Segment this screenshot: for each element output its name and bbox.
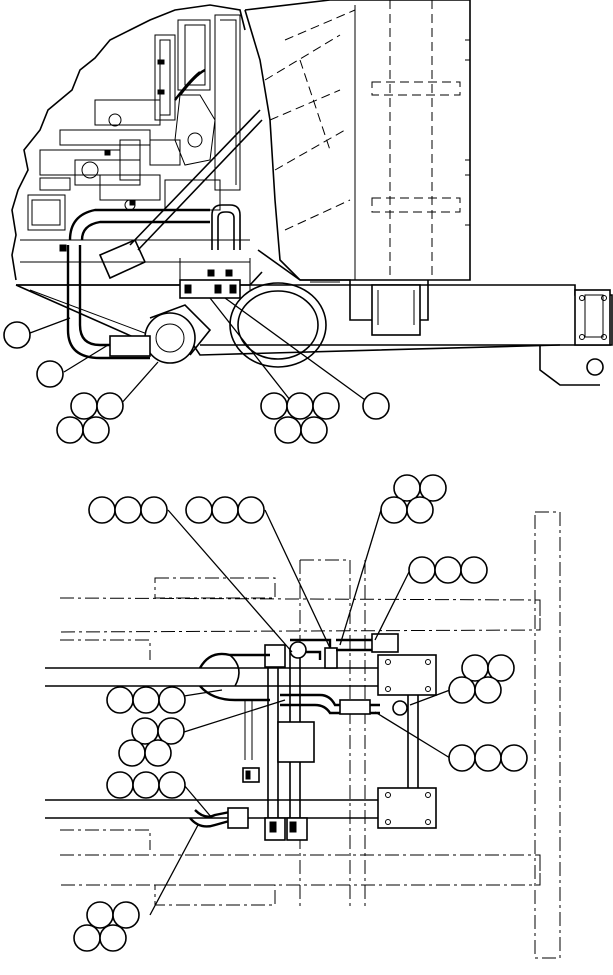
callout-bubble <box>380 496 408 524</box>
callout-bubble <box>86 901 114 929</box>
callout-bubble <box>96 392 124 420</box>
callout-bubble-group <box>362 392 390 420</box>
callout-bubble <box>211 496 239 524</box>
callout-bubble <box>114 496 142 524</box>
exhaust-housing <box>300 279 429 336</box>
drum-wheel <box>229 282 327 368</box>
callout-bubble <box>312 392 340 420</box>
callout-bubble <box>460 556 488 584</box>
engine-assembly <box>11 4 263 286</box>
callout-bubble-group <box>408 556 488 584</box>
callout-bubble <box>300 416 328 444</box>
callout-bubble <box>474 744 502 772</box>
callout-bubble-group <box>448 744 528 772</box>
frame-end-bracket <box>534 511 561 959</box>
callout-bubble <box>260 392 288 420</box>
frame-rail <box>15 284 613 386</box>
callout-bubble-group <box>73 901 140 952</box>
callout-bubble-group <box>260 392 340 444</box>
callout-bubble <box>3 321 31 349</box>
hose-routing-top <box>189 633 408 829</box>
callout-bubble-group <box>106 771 186 799</box>
side-view-leaders <box>29 297 373 406</box>
callout-bubble-group <box>380 474 447 524</box>
callout-bubble <box>132 686 160 714</box>
callout-bubble <box>70 392 98 420</box>
radiator-panel <box>244 0 471 281</box>
callout-bubble <box>448 676 476 704</box>
callout-bubble <box>132 771 160 799</box>
callout-bubble <box>106 686 134 714</box>
main-rails <box>45 667 381 819</box>
side-view <box>3 0 613 444</box>
callout-bubble <box>106 771 134 799</box>
callout-bubble <box>112 901 140 929</box>
callout-bubble <box>474 676 502 704</box>
callout-bubble <box>500 744 528 772</box>
top-view <box>45 474 561 959</box>
callout-bubble <box>82 416 110 444</box>
callout-bubble-group <box>448 654 515 704</box>
callout-bubble-group <box>36 360 64 388</box>
callout-bubble-group <box>88 496 168 524</box>
callout-bubble <box>434 556 462 584</box>
callout-bubble <box>487 654 515 682</box>
callout-bubble <box>88 496 116 524</box>
callout-bubble-group <box>185 496 265 524</box>
callout-bubble <box>144 739 172 767</box>
callout-bubble <box>362 392 390 420</box>
callout-bubble <box>140 496 168 524</box>
callout-bubble <box>286 392 314 420</box>
callout-bubble <box>118 739 146 767</box>
callout-bubble <box>158 686 186 714</box>
callout-bubble <box>419 474 447 502</box>
callout-bubble <box>36 360 64 388</box>
callout-bubble <box>237 496 265 524</box>
callout-bubble <box>157 717 185 745</box>
callout-bubble <box>99 924 127 952</box>
callout-bubble <box>158 771 186 799</box>
callout-bubble-group <box>118 717 185 767</box>
callout-bubble <box>274 416 302 444</box>
callout-bubble <box>73 924 101 952</box>
callout-bubble <box>406 496 434 524</box>
callout-bubble-group <box>56 392 124 444</box>
callout-bubble <box>185 496 213 524</box>
callout-bubble-group <box>3 321 31 349</box>
callout-bubble <box>56 416 84 444</box>
top-view-leaders <box>149 509 451 916</box>
callout-bubble-group <box>106 686 186 714</box>
callout-bubble <box>408 556 436 584</box>
phantom-rails <box>59 559 541 910</box>
callout-bubble <box>448 744 476 772</box>
cross-members <box>242 644 437 841</box>
